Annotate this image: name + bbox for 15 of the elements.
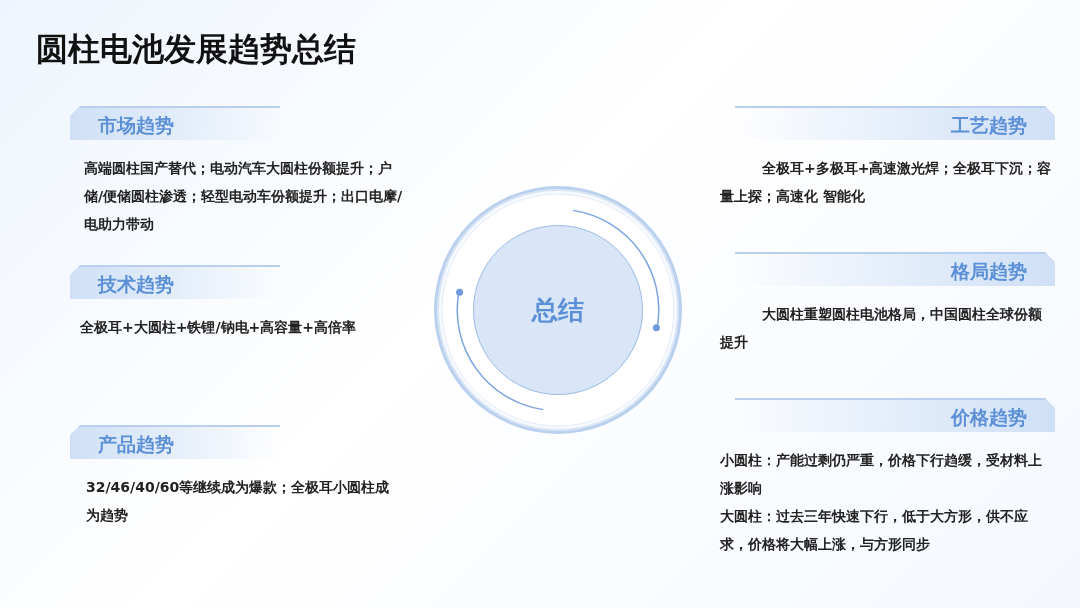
section-body-text: 全极耳+多极耳+高速激光焊；全极耳下沉；容量上探；高速化 智能化: [720, 159, 1053, 206]
section-heading-tab: 价格趋势: [735, 398, 1055, 432]
section-heading-tab: 工艺趋势: [735, 106, 1055, 140]
section-heading-tab: 技术趋势: [70, 265, 280, 299]
section-body-text: 大圆柱：过去三年快速下行，低于大方形，供不应求，价格将大幅上涨，与方形同步: [720, 507, 1029, 554]
section-heading-tab: 格局趋势: [735, 252, 1055, 286]
section-body-text: 全极耳+大圆柱+铁锂/钠电+高容量+高倍率: [79, 318, 358, 337]
page-title: 圆柱电池发展趋势总结: [36, 29, 356, 70]
summary-label: 总结: [532, 293, 584, 327]
section-body-text: 大圆柱重塑圆柱电池格局，中国圆柱全球份额提升: [720, 305, 1043, 352]
section-body-text: 高端圆柱国产替代；电动汽车大圆柱份额提升；户储/便储圆柱渗透；轻型电动车份额提升；出口电摩/电助力带动: [83, 159, 404, 234]
section-body-text: 32/46/40/60等继续成为爆款；全极耳小圆柱成为趋势: [85, 478, 391, 525]
section-body-text: 小圆柱：产能过剩仍严重，价格下行趋缓，受材料上涨影响: [720, 451, 1043, 498]
section-heading-tab: 市场趋势: [70, 106, 280, 140]
section-heading-tab: 产品趋势: [70, 425, 280, 459]
